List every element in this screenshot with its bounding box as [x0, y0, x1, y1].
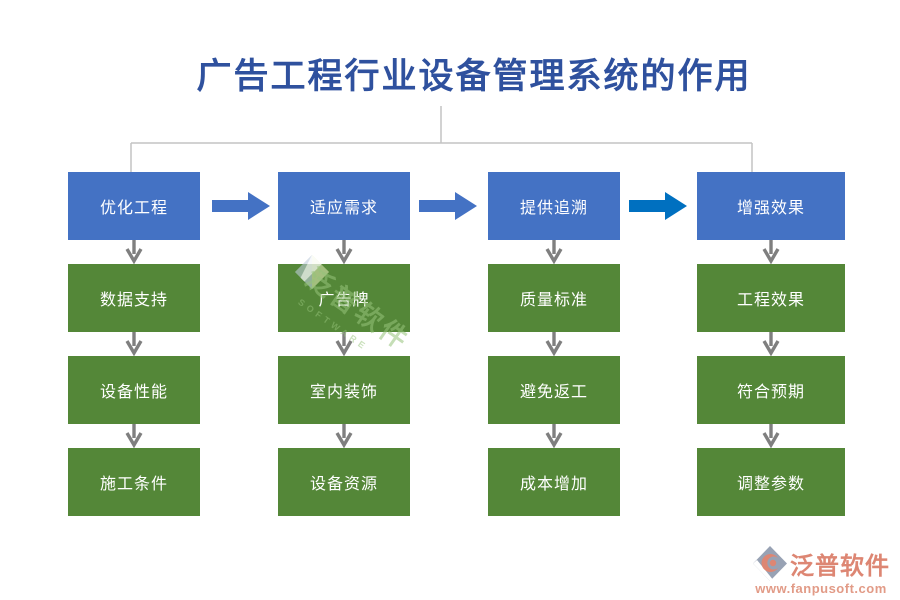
stage-box-4: 增强效果 [697, 172, 845, 240]
step-box-3-3: 成本增加 [488, 448, 620, 516]
down-arrow-icon [762, 240, 780, 264]
down-arrow-icon [125, 332, 143, 356]
step-box-1-1: 数据支持 [68, 264, 200, 332]
step-box-4-1: 工程效果 [697, 264, 845, 332]
down-arrow-icon [125, 424, 143, 448]
down-arrow-icon [125, 240, 143, 264]
step-box-3-2: 避免返工 [488, 356, 620, 424]
down-arrow-icon [545, 424, 563, 448]
step-box-1-3: 施工条件 [68, 448, 200, 516]
down-arrow-icon [762, 332, 780, 356]
flow-arrow-right-3 [629, 192, 687, 220]
down-arrow-icon [545, 332, 563, 356]
stage-box-3: 提供追溯 [488, 172, 620, 240]
down-arrow-icon [335, 332, 353, 356]
flow-column-1: 优化工程 数据支持 设备性能 施工条件 [68, 172, 200, 516]
step-box-2-1: 广告牌 [278, 264, 410, 332]
step-box-3-1: 质量标准 [488, 264, 620, 332]
down-arrow-icon [335, 240, 353, 264]
down-arrow-icon [545, 240, 563, 264]
fanpu-logo-name: 泛普软件 [790, 551, 890, 580]
stage-box-1: 优化工程 [68, 172, 200, 240]
down-arrow-icon [762, 424, 780, 448]
flow-column-2: 适应需求 广告牌 室内装饰 设备资源 [278, 172, 410, 516]
stage-box-2: 适应需求 [278, 172, 410, 240]
fanpu-logo-icon [753, 546, 787, 581]
flow-arrow-right-1 [212, 192, 270, 220]
step-box-2-3: 设备资源 [278, 448, 410, 516]
step-box-1-2: 设备性能 [68, 356, 200, 424]
flow-column-4: 增强效果 工程效果 符合预期 调整参数 [697, 172, 845, 516]
step-box-2-2: 室内装饰 [278, 356, 410, 424]
down-arrow-icon [335, 424, 353, 448]
step-box-4-3: 调整参数 [697, 448, 845, 516]
fanpu-logo: 泛普软件 www.fanpusoft.com [752, 545, 890, 596]
flow-arrow-right-2 [419, 192, 477, 220]
page-title: 广告工程行业设备管理系统的作用 [196, 56, 752, 97]
step-box-4-2: 符合预期 [697, 356, 845, 424]
fanpu-logo-url[interactable]: www.fanpusoft.com [755, 581, 887, 596]
flow-column-3: 提供追溯 质量标准 避免返工 成本增加 [488, 172, 620, 516]
